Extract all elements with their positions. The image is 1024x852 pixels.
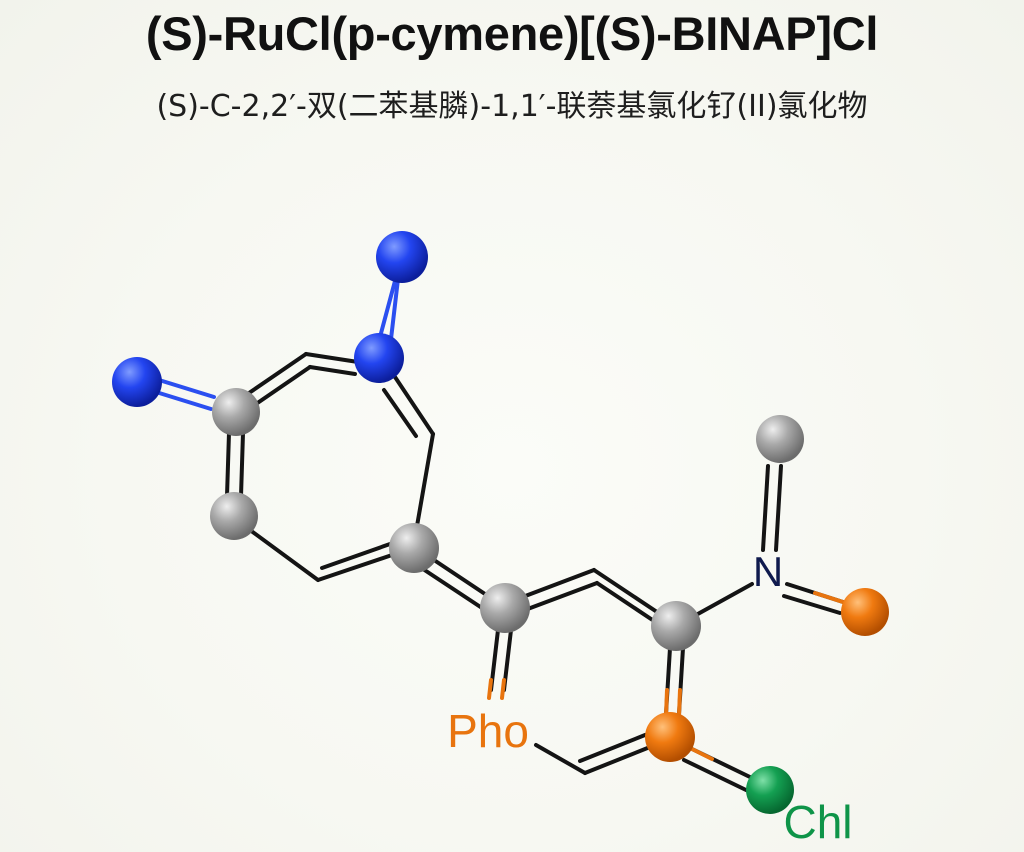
bond-chain-up-2 (523, 581, 599, 612)
bond-chain-up (518, 568, 596, 600)
atoms (112, 231, 889, 814)
bond-n-ring-right (393, 375, 435, 436)
bond-c-p-tint-2 (677, 688, 682, 718)
bond-bottom-p (583, 745, 652, 775)
phosphorus-atom-right (841, 588, 889, 636)
bond-c-c-chain (429, 556, 490, 598)
bond-chain-down (592, 568, 662, 616)
compound-title: (S)-RuCl(p-cymene)[(S)-BINAP]Cl (145, 7, 879, 60)
nitrogen-atom-left (112, 357, 162, 407)
carbon-atom-chain (480, 583, 530, 633)
chlorine-atom (746, 766, 794, 814)
bond-c-n-ring-top (304, 352, 360, 364)
bond-c-c-left-2 (239, 431, 245, 498)
bond-chain-down-2 (595, 581, 656, 623)
bond-pho-bottom (534, 743, 587, 775)
carbon-atom-top-right (756, 415, 804, 463)
bond-n-c-top-2 (774, 464, 783, 552)
nitrogen-atom-ring (354, 333, 404, 383)
bond-n-orange-2 (782, 594, 842, 615)
nitrogen-atom-top (376, 231, 428, 283)
bond-n-c-left (157, 378, 216, 399)
bond-c-bottom-left (248, 528, 320, 582)
pho-label: Pho (447, 705, 529, 757)
bond-n-c-top (761, 464, 770, 552)
bond-c-n-ring-top-2 (308, 365, 357, 376)
bond-c-n-right (694, 582, 754, 617)
bond-c-c-left (225, 431, 231, 498)
bond-ring-right-down (415, 432, 435, 528)
nitrogen-label: N (753, 548, 783, 595)
carbon-atom-ring-right (389, 523, 439, 573)
bond-n-orange-tint (813, 591, 845, 604)
carbon-atom-ring-left (210, 492, 258, 540)
bond-p-cl-2 (682, 758, 748, 792)
bond-c-n-ring (247, 352, 308, 395)
bond-c-n-ring-2 (254, 365, 312, 406)
bond-n-n-top (389, 277, 400, 341)
bond-n-c-left-2 (154, 390, 213, 411)
bond-c-p-tint (664, 688, 669, 718)
carbon-atom-chain-right (651, 601, 701, 651)
bond-c-c-chain-2 (421, 567, 484, 610)
bonds (154, 277, 845, 792)
bond-p-cl-tint (688, 746, 714, 761)
bond-n-ring-right-2 (382, 388, 418, 438)
bond-bottom-p-2 (578, 733, 647, 763)
phosphorus-atom-bottom (645, 712, 695, 762)
compound-chinese-name: (S)-C-2,2′-双(二苯基膦)-1,1′-联萘基氯化钌(II)氯化物 (156, 89, 868, 124)
bond-c-pho-tint-2 (500, 678, 506, 700)
bond-bottom-right (316, 553, 394, 582)
carbon-atom-ring-top-left (212, 388, 260, 436)
bond-bottom-right-2 (320, 542, 392, 570)
bond-c-pho-tint (487, 678, 493, 700)
chl-label: Chl (783, 796, 852, 848)
bond-n-n-top-2 (378, 279, 397, 339)
